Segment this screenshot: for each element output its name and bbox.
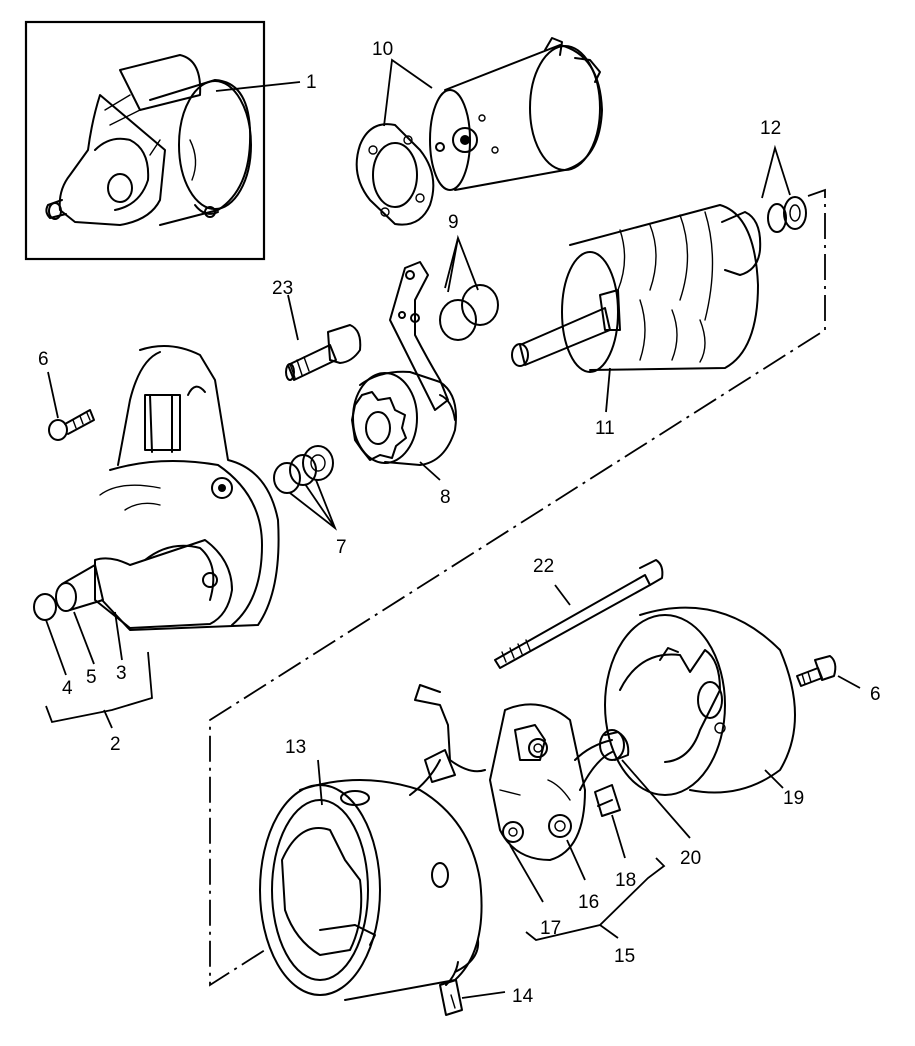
inset-frame <box>24 20 266 261</box>
part-15-brush-holder-assembly: 17 16 18 15 <box>414 684 666 967</box>
part-7-washers: 7 <box>273 445 347 558</box>
callout-11: 11 <box>595 418 615 439</box>
assembly-centerlines <box>209 188 826 987</box>
callout-20: 20 <box>680 848 701 869</box>
callouts-2-5: 4 5 3 2 <box>45 611 153 755</box>
callout-8: 8 <box>440 487 451 508</box>
part-9-lever-and-washers: 9 <box>389 212 499 411</box>
callout-7: 7 <box>336 537 347 558</box>
callout-5: 5 <box>86 667 97 688</box>
callout-13: 13 <box>285 737 306 758</box>
part-6-screw-right: 6 <box>796 655 881 705</box>
callout-16: 16 <box>578 892 599 913</box>
solenoid-gasket <box>355 123 435 226</box>
callout-10: 10 <box>372 39 393 60</box>
callout-23: 23 <box>272 278 293 299</box>
callout-6-right: 6 <box>870 684 881 705</box>
callout-22: 22 <box>533 556 554 577</box>
part-23-bolt: 23 <box>272 278 362 381</box>
callout-6-left: 6 <box>38 349 49 370</box>
part-10-solenoid: 10 <box>355 37 603 226</box>
callout-4: 4 <box>62 678 73 699</box>
callout-9: 9 <box>448 212 459 233</box>
callout-15: 15 <box>614 946 635 967</box>
callout-2: 2 <box>110 734 121 755</box>
inset-assembled-starter: 1 <box>24 20 317 261</box>
part-5-bush <box>55 564 104 612</box>
callout-19: 19 <box>783 788 804 809</box>
part-3-drive-end-housing <box>94 345 280 631</box>
part-8-drive-clutch: 8 <box>351 370 457 508</box>
part-14-brush: 14 <box>439 961 534 1016</box>
callout-1: 1 <box>306 72 317 93</box>
callout-18: 18 <box>615 870 636 891</box>
callout-3: 3 <box>116 663 127 684</box>
solenoid-body <box>429 37 603 191</box>
assembled-starter-drawing <box>45 54 252 226</box>
part-22-through-bolt: 22 <box>494 556 664 669</box>
callout-17: 17 <box>540 918 561 939</box>
callout-14: 14 <box>512 986 534 1007</box>
callout-12: 12 <box>760 118 781 139</box>
part-11-armature: 11 <box>511 204 762 439</box>
part-19-end-bracket: 19 <box>604 606 804 809</box>
part-13-yoke: 13 <box>259 737 483 1001</box>
part-6-screw-left: 6 <box>38 349 95 441</box>
part-20-bearing: 20 <box>599 729 701 869</box>
part-4-cap <box>33 593 57 621</box>
part-12-bearing: 12 <box>760 118 807 233</box>
